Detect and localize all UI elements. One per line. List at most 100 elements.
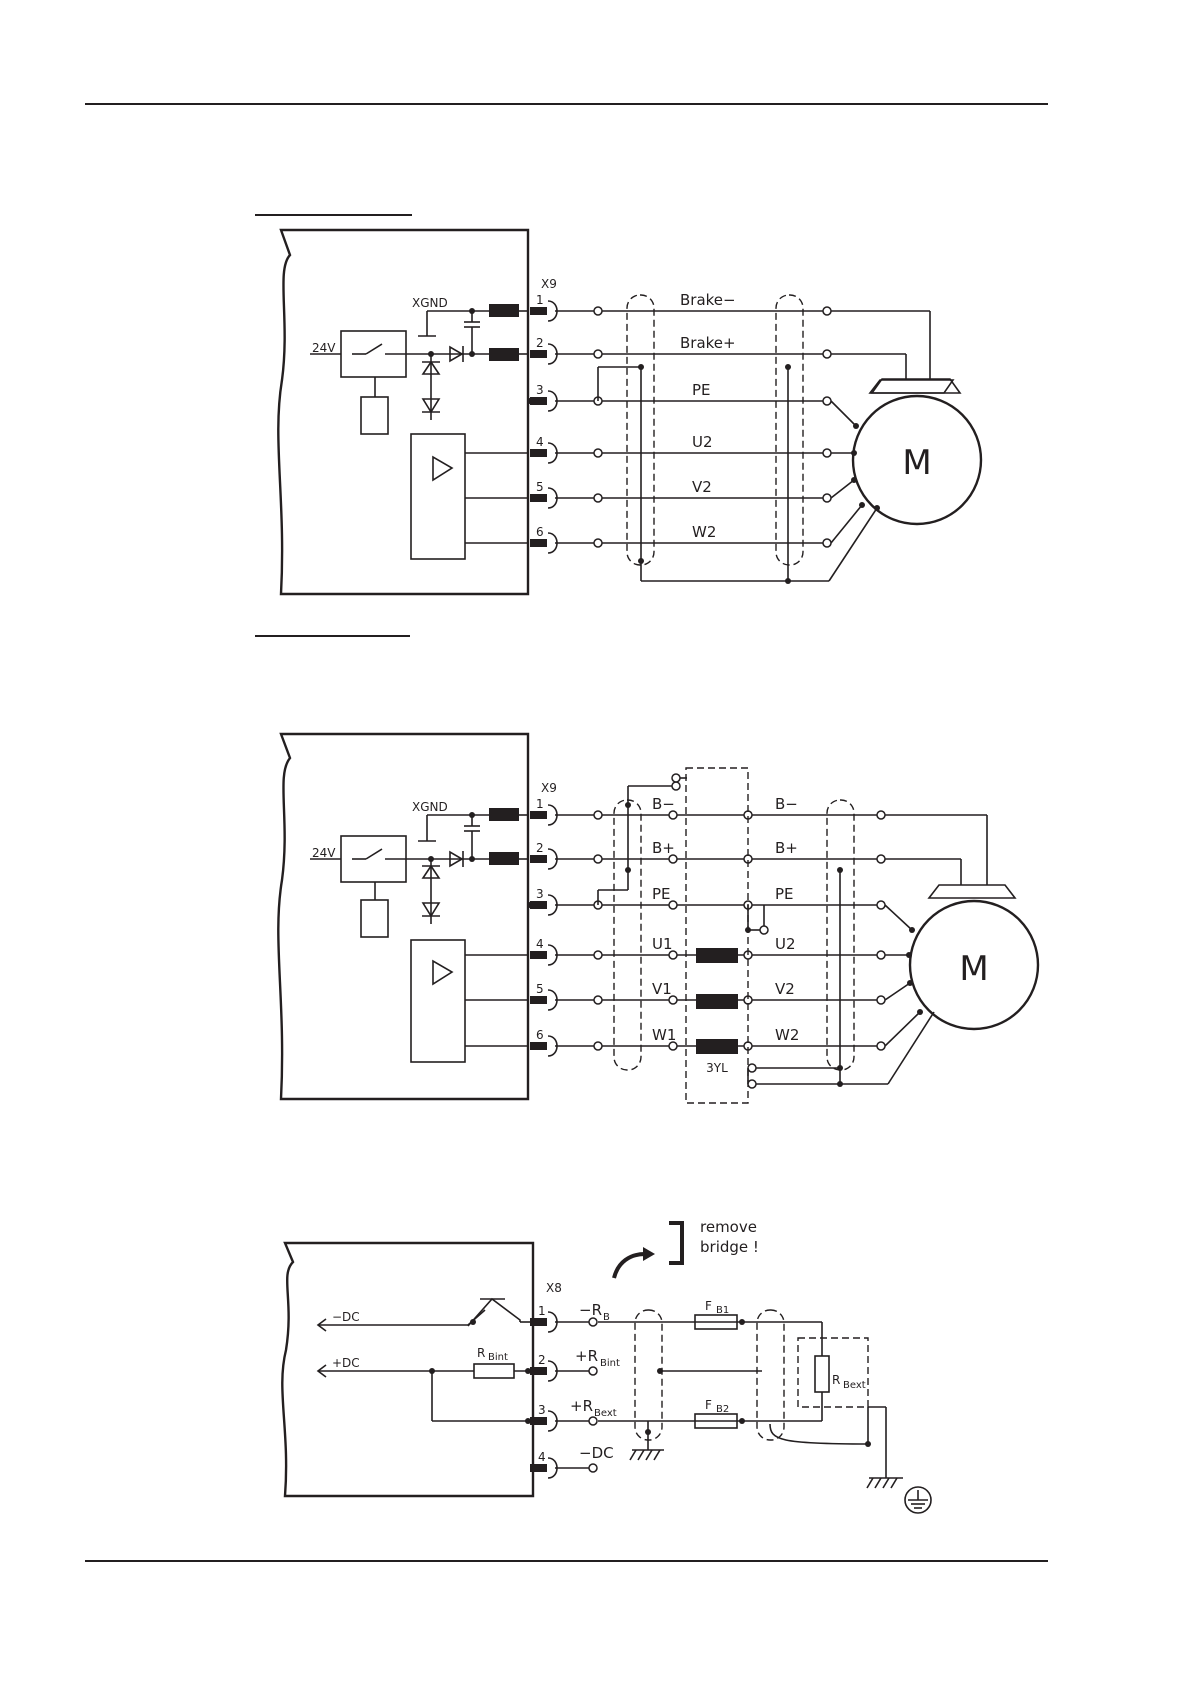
wire-row: 4 U2 [530, 433, 831, 463]
pin-number: 1 [536, 797, 544, 811]
diagram-2-motor-with-choke: X9 XGND 24V [278, 734, 1038, 1103]
output-stage [411, 434, 528, 559]
wire-label: W2 [692, 523, 716, 541]
amplifier-icon [433, 961, 452, 984]
pin-contact [530, 901, 547, 909]
pin-contact [530, 397, 547, 405]
pin-contact [530, 855, 547, 863]
svg-text:F: F [705, 1398, 712, 1412]
brake-control-circuit [310, 304, 519, 434]
pin-number: 5 [536, 982, 544, 996]
pin-contact [530, 1042, 547, 1050]
xgnd-label: XGND [412, 296, 448, 310]
pin-number: 2 [538, 1353, 546, 1367]
pin-number: 2 [536, 336, 544, 350]
bracket-icon [669, 1223, 682, 1263]
svg-text:Bext: Bext [843, 1380, 866, 1391]
pin-number: 1 [536, 293, 544, 307]
line-choke: 3YL [696, 948, 738, 1075]
note-line-2: bridge ! [700, 1238, 759, 1256]
connector-label: X9 [541, 277, 557, 291]
curved-arrow-icon [614, 1254, 645, 1278]
wire-label-motor-side: W2 [775, 1026, 799, 1044]
minus-dc-internal: −DC [332, 1310, 360, 1324]
supply-label: 24V [312, 341, 336, 355]
pin-number: 4 [536, 435, 544, 449]
pin-number: 5 [536, 480, 544, 494]
svg-text:Bint: Bint [600, 1358, 620, 1369]
svg-text:−R: −R [579, 1301, 602, 1319]
wire-row: 3PEPE [530, 885, 885, 915]
svg-text:B2: B2 [716, 1404, 729, 1415]
wire-label: U2 [692, 433, 713, 451]
choke-label: 3YL [706, 1061, 728, 1075]
pin-number: 3 [538, 1403, 546, 1417]
pin-number: 3 [536, 887, 544, 901]
pin-contact [530, 449, 547, 457]
connector-label: X8 [546, 1281, 562, 1295]
wire-label-motor-side: B− [775, 795, 798, 813]
pin-number: 6 [536, 1028, 544, 1042]
svg-text:Bext: Bext [594, 1408, 617, 1419]
note-line-1: remove [700, 1218, 757, 1236]
pin-number: 3 [536, 383, 544, 397]
pin-contact [530, 494, 547, 502]
ground-symbol-icon [905, 1487, 931, 1513]
svg-text:B1: B1 [716, 1305, 729, 1316]
pin-contact [530, 1367, 547, 1375]
pin-contact [530, 539, 547, 547]
motor-label: M [959, 949, 988, 989]
pin-contact [530, 307, 547, 315]
wire-row: 2 Brake+ [530, 334, 831, 364]
wire-label-motor-side: PE [775, 885, 794, 903]
pin-contact [530, 1318, 547, 1326]
wire-label-motor-side: V2 [775, 980, 795, 998]
svg-text:R: R [832, 1373, 840, 1387]
motor: M [910, 815, 1038, 1029]
pin-number: 1 [538, 1304, 546, 1318]
brake-symbol [870, 380, 953, 393]
pin-contact [530, 1464, 547, 1472]
drive-housing [278, 230, 528, 594]
ferrite-core-1 [489, 304, 519, 317]
external-brake-resistor-wiring: F B1 F B2 R Bext [598, 1299, 931, 1513]
wire-label: PE [692, 381, 711, 399]
svg-text:+R: +R [570, 1397, 593, 1415]
motor-label: M [902, 443, 931, 483]
drive-housing [278, 734, 528, 1099]
svg-text:+R: +R [575, 1347, 598, 1365]
wire-row: 6 W2 [530, 523, 831, 553]
pin-contact [530, 1417, 547, 1425]
cable-shields [598, 768, 888, 1103]
brake-control-circuit [310, 808, 533, 937]
amplifier-icon [433, 457, 452, 480]
rbint-resistor [474, 1364, 514, 1378]
wire-label: Brake+ [680, 334, 736, 352]
motor: M [853, 311, 981, 524]
wire-label: V2 [692, 478, 712, 496]
ferrite-core-1 [489, 808, 519, 821]
svg-text:Bint: Bint [488, 1352, 508, 1363]
wire-label-motor-side: B+ [775, 839, 798, 857]
svg-text:R: R [477, 1346, 485, 1360]
diagram-1-motor-connection: X9 XGND 24V [278, 230, 981, 594]
pin-contact [530, 996, 547, 1004]
plus-dc-internal: +DC [332, 1356, 360, 1370]
pin-number: 4 [538, 1450, 546, 1464]
wire-row: 3 PE [530, 381, 831, 411]
svg-text:F: F [705, 1299, 712, 1313]
pin-contact [530, 350, 547, 358]
wire-label-drive-side: W1 [652, 1026, 676, 1044]
pin-number: 6 [536, 525, 544, 539]
wire-label-drive-side: B+ [652, 839, 675, 857]
wire-label-drive-side: V1 [652, 980, 672, 998]
pin-number: 4 [536, 937, 544, 951]
svg-text:−DC: −DC [579, 1444, 614, 1462]
rbext-resistor [815, 1356, 829, 1392]
